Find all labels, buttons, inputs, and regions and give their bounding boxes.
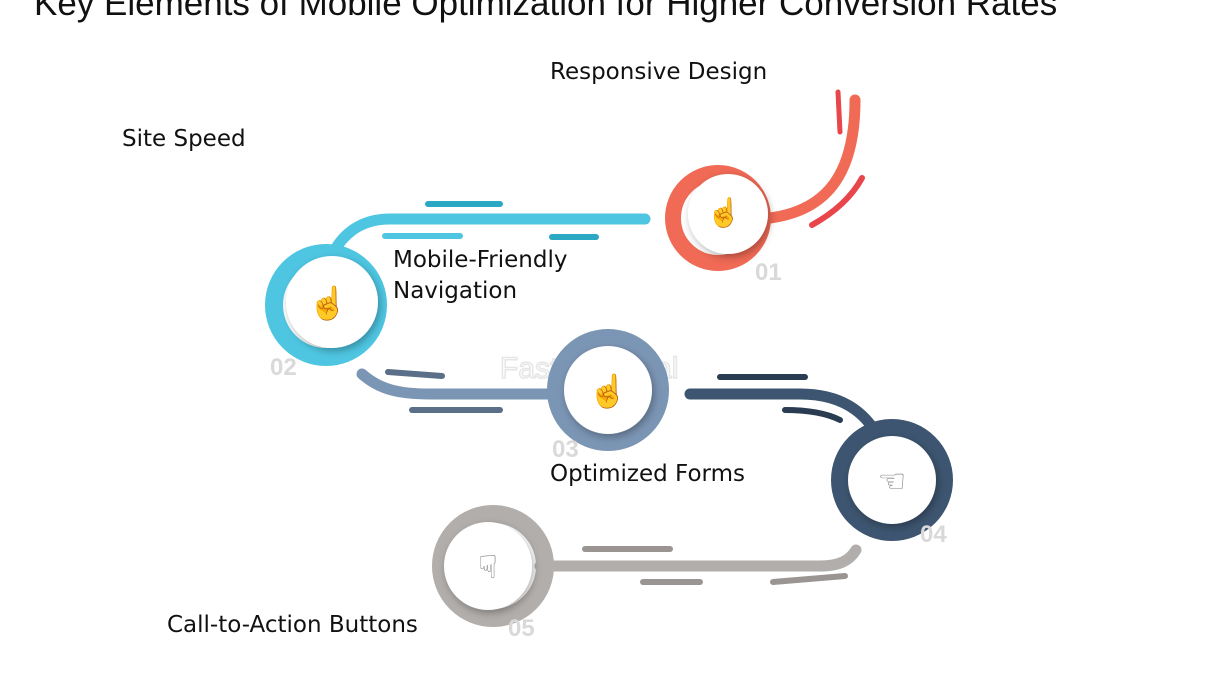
label-optimized-forms: Optimized Forms: [550, 461, 745, 487]
step-04-circle: ☜ 04: [831, 419, 953, 548]
step-03-circle: ☝ 03: [547, 329, 669, 463]
label-line: Mobile-Friendly: [393, 247, 568, 273]
label-mobile-friendly-navigation: Mobile-Friendly Navigation: [393, 245, 567, 307]
hand-pointer-left-icon: ☜: [878, 463, 907, 499]
path-03: [356, 368, 566, 413]
label-site-speed: Site Speed: [122, 126, 246, 152]
step-number: 03: [552, 436, 579, 463]
hand-pointer-down-icon: ☟: [478, 549, 497, 585]
step-number: 04: [920, 521, 947, 548]
path-05: [534, 544, 862, 585]
label-call-to-action-buttons: Call-to-Action Buttons: [167, 612, 418, 638]
hand-pointer-up-icon: ☝: [308, 284, 348, 322]
step-01-circle: ☝ 01: [665, 165, 782, 286]
step-02-circle: ☝ 02: [265, 244, 387, 381]
slide-title: Key Elements of Mobile Optimization for …: [34, 0, 1058, 23]
path-04: [684, 374, 886, 446]
step-number: 02: [270, 354, 297, 381]
step-number: 05: [508, 615, 535, 642]
step-05-circle: ☟ 05: [432, 505, 554, 642]
step-number: 01: [755, 259, 782, 286]
hand-pointer-up-icon: ☝: [707, 195, 742, 229]
hand-pointer-up-icon: ☝: [588, 372, 628, 410]
path-01: [764, 89, 865, 228]
label-line: Navigation: [393, 278, 518, 304]
label-responsive-design: Responsive Design: [550, 59, 768, 85]
